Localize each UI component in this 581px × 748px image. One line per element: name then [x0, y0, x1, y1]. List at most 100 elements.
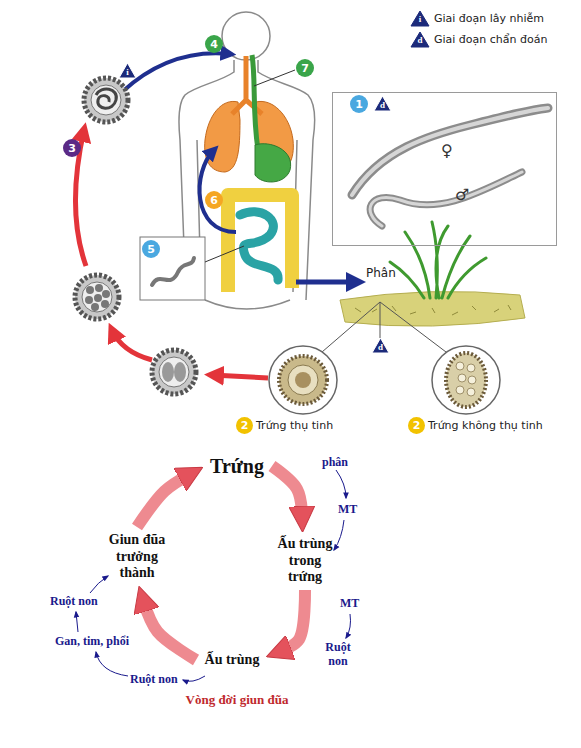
node-text: d [378, 342, 383, 353]
legend-triangle [411, 11, 429, 26]
cycle-stage: Trứng [202, 452, 272, 480]
egg-granule [456, 362, 464, 370]
specimen-box: ♀♂1d [332, 92, 557, 246]
legend-text: Giai đoạn lây nhiễm [434, 12, 544, 25]
step-number: 4 [205, 35, 223, 53]
flow-arrow [90, 576, 108, 593]
egg-shell [159, 357, 189, 387]
node-text: 4 [210, 38, 218, 51]
node-text: Ấu trùng [205, 652, 260, 669]
node-text: 1 [355, 98, 363, 111]
step-number: 6 [205, 191, 223, 209]
node-text: d [380, 100, 385, 111]
cycle-arrow [144, 602, 196, 660]
node-text: i [126, 67, 129, 78]
cycle-stage: Ấu trùng [196, 648, 268, 672]
grass [390, 222, 486, 298]
egg-shell [82, 282, 112, 312]
legend-item: Giai đoạn lây nhiễm [434, 12, 544, 25]
label-text: Trứng thụ tinh [256, 419, 333, 432]
label-text: MT [340, 596, 359, 610]
stage-marker: d [372, 338, 389, 353]
cycle-arrow [281, 590, 305, 651]
legend-triangle [411, 32, 429, 47]
leader-line [380, 302, 381, 338]
step-number: 5 [142, 240, 160, 258]
label-text: Phân [366, 266, 396, 280]
egg-shell [91, 85, 121, 115]
female-worm [352, 108, 548, 195]
male-worm [370, 172, 522, 226]
egg-cell [91, 303, 99, 311]
node-text: 3 [68, 142, 76, 155]
egg-cell [94, 294, 102, 302]
large-intestine [228, 195, 292, 292]
node-text: Giun đũa trưởng thành [103, 532, 171, 582]
cycle-arrow [272, 466, 302, 516]
egg-cell [101, 300, 109, 308]
node-text: 6 [210, 194, 218, 207]
fertilized-egg [279, 356, 327, 404]
node-text: 5 [147, 243, 155, 256]
stage-marker: d [374, 96, 391, 111]
egg-cells [85, 284, 110, 311]
migration-arrow [200, 150, 236, 232]
leader-line [380, 302, 446, 352]
stage-marker: i [119, 63, 136, 78]
leader-line [205, 246, 244, 262]
egg-granule [456, 386, 464, 394]
flow-arrow [334, 520, 344, 550]
flow-arrow [336, 470, 346, 498]
node-text: 2 [413, 419, 421, 432]
stomach [255, 144, 291, 182]
leader-line [322, 302, 380, 352]
leader-line [254, 70, 295, 86]
male-worm-body [370, 172, 522, 226]
label-text: Ruột non [130, 672, 178, 686]
step-number: 3 [63, 139, 81, 157]
label-text: Trứng không thụ tinh [428, 419, 543, 432]
egg-cell [86, 286, 94, 294]
development-arrow [212, 375, 268, 378]
magnifier [432, 346, 500, 414]
egg-cell [95, 284, 103, 292]
egg-cell [85, 296, 93, 304]
label-text: MT [338, 502, 357, 516]
cycle-stage: Giun đũa trưởng thành [103, 527, 171, 587]
egg-granule [467, 364, 475, 372]
egg-cell [174, 362, 186, 382]
flow-arrow [183, 676, 205, 681]
morula-egg [75, 275, 119, 319]
female-worm-body [352, 108, 548, 195]
egg-larva [96, 89, 116, 108]
larva [152, 258, 194, 285]
embryonated-egg [84, 78, 128, 122]
unfertilized-egg [446, 353, 486, 407]
legend-text: Giai đoạn chẩn đoán [434, 33, 547, 46]
ingestion-arrow [122, 53, 230, 92]
label-text: Ruột non [50, 594, 98, 608]
label-text: phân [322, 455, 348, 469]
node-text: Trứng [210, 454, 264, 478]
legend-item: Giai đoạn chẩn đoán [434, 33, 547, 46]
flow-arrow [346, 614, 351, 638]
egg-shell [288, 365, 318, 395]
soil-texture [355, 305, 511, 315]
triangle-shape [119, 63, 136, 78]
egg-cell [102, 290, 110, 298]
node-text: ♂ [455, 185, 469, 204]
two-cell-egg [152, 350, 196, 394]
triangle-shape [374, 96, 391, 111]
step-number: 7 [296, 59, 314, 77]
egg-granule [458, 374, 466, 382]
small-intestine [240, 212, 278, 280]
egg-granule [467, 388, 475, 396]
triangle-shape [372, 338, 389, 353]
magnifier [269, 346, 337, 414]
step-number: 1 [350, 95, 368, 113]
egg-granules [456, 362, 476, 396]
egg-cell [162, 362, 174, 382]
label-text: i [412, 14, 428, 25]
larva-box [140, 237, 205, 300]
